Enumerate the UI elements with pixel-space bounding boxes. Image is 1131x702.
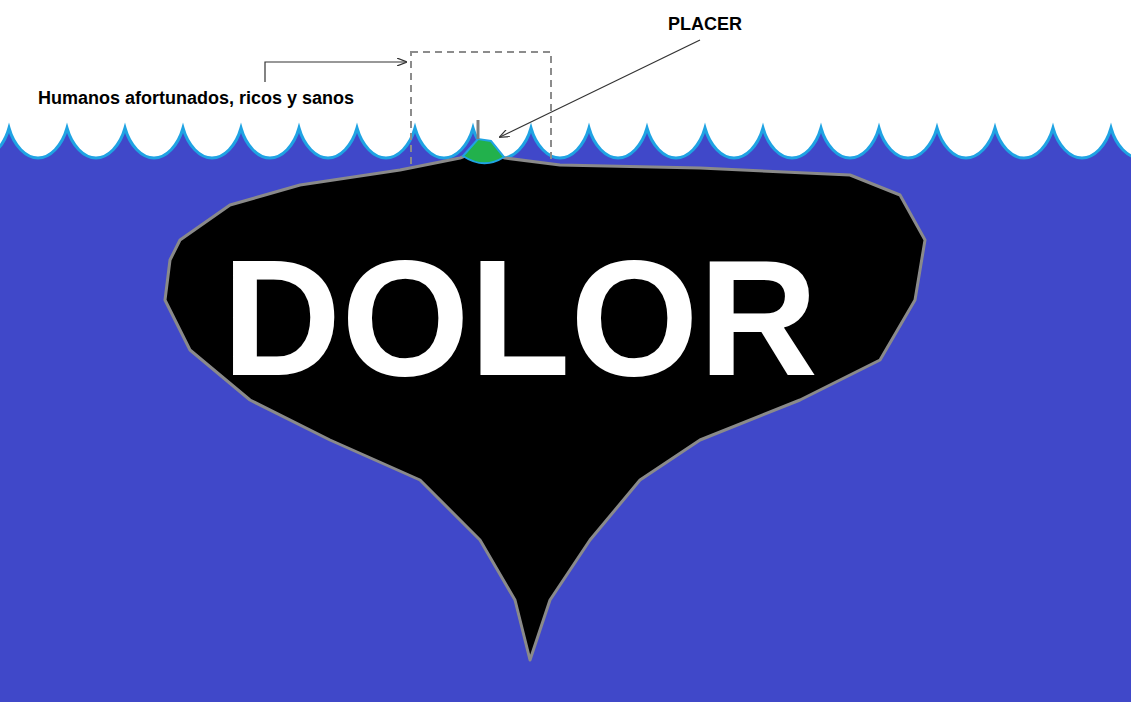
leader-line xyxy=(500,40,700,137)
sea-water xyxy=(0,128,1131,702)
iceberg-body xyxy=(165,150,925,660)
callout-label: Humanos afortunados, ricos y sanos xyxy=(38,88,354,110)
iceberg-tip xyxy=(463,139,504,163)
dashed-frame xyxy=(411,52,551,178)
shape-title: DOLOR xyxy=(222,236,818,401)
iceberg-shape: DOLOR xyxy=(150,120,950,680)
callout-label: PLACER xyxy=(668,14,742,36)
wave-line xyxy=(0,128,1131,158)
human-figure xyxy=(477,120,480,139)
leader-line xyxy=(265,62,406,82)
